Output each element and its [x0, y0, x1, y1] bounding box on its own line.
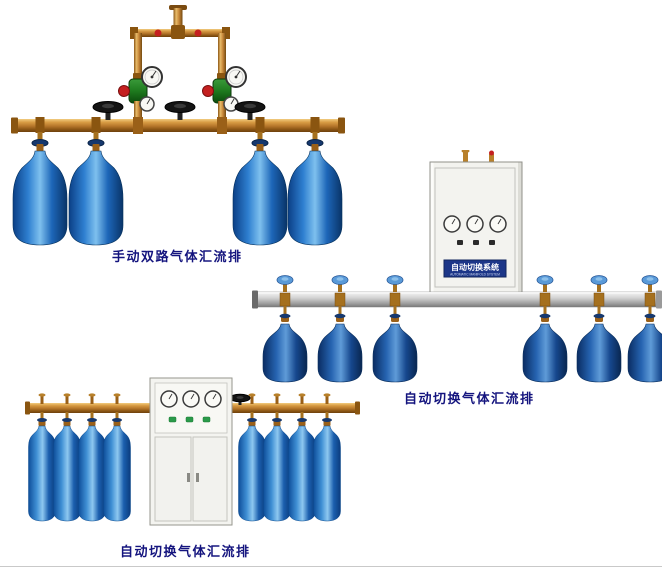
- valve-knob: [489, 150, 494, 156]
- gas-cylinder: [68, 116, 124, 246]
- cabinet-nameplate: 自动切换系统 AUTOMATIC MANIFOLD SYSTEM: [443, 259, 507, 278]
- auto-switch-manifold-illustration: 自动切换系统 AUTOMATIC MANIFOLD SYSTEM: [252, 150, 662, 383]
- door-handle: [196, 473, 199, 482]
- shutoff-handwheel: [164, 101, 196, 121]
- caption-auto-switch-manifold-wall: 自动切换气体汇流排: [404, 391, 535, 406]
- cabinet-gauges: [160, 390, 222, 408]
- caption-manual-dual-manifold: 手动双路气体汇流排: [112, 249, 243, 264]
- nameplate-text-cn: 自动切换系统: [451, 262, 499, 272]
- product-auto-switch-manifold-floor: [20, 377, 365, 539]
- bottom-divider: [0, 566, 662, 567]
- cabinet-top-pipe: [489, 154, 494, 162]
- gas-cylinder: [262, 275, 308, 383]
- manual-dual-manifold-illustration: [11, 5, 345, 246]
- shutoff-handwheel: [229, 393, 251, 405]
- cabinet-top-pipe: [463, 150, 468, 162]
- cabinet-gauges: [443, 215, 507, 233]
- door-handle: [187, 473, 190, 482]
- control-cabinet: 自动切换系统 AUTOMATIC MANIFOLD SYSTEM: [429, 150, 523, 294]
- gas-cylinder: [522, 275, 568, 383]
- pressure-regulator-left: [117, 32, 163, 122]
- auto-switch-floor-manifold-illustration: [25, 377, 360, 526]
- product-manual-dual-manifold: [8, 5, 348, 250]
- gas-cylinder: [576, 275, 622, 383]
- manifold-rail: [252, 290, 662, 309]
- product-auto-switch-manifold-wall: 自动切换系统 AUTOMATIC MANIFOLD SYSTEM: [252, 150, 662, 390]
- cabinet-indicators: [457, 240, 495, 245]
- cabinet-doors: [154, 436, 228, 522]
- valve-knob-right: [194, 29, 202, 37]
- top-outlet-assembly: [130, 5, 230, 39]
- control-cabinet: [149, 377, 233, 526]
- caption-auto-switch-manifold-floor: 自动切换气体汇流排: [120, 544, 251, 559]
- gas-cylinder: [12, 116, 68, 246]
- gas-cylinder: [317, 275, 363, 383]
- gas-cylinder: [372, 275, 418, 383]
- valve-knob-left: [154, 29, 162, 37]
- cabinet-indicators: [168, 416, 211, 423]
- nameplate-text-en: AUTOMATIC MANIFOLD SYSTEM: [450, 273, 500, 277]
